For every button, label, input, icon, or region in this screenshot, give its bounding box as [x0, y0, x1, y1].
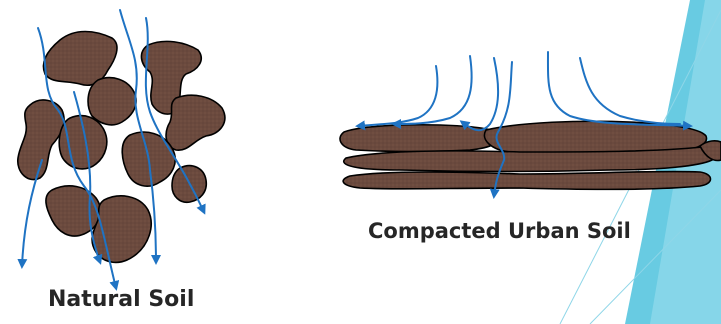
layer-bottom — [343, 171, 710, 189]
layer-top-left — [340, 125, 501, 152]
aggregate-8 — [46, 186, 101, 236]
aggregate-9 — [92, 196, 151, 262]
compacted-soil-label: Compacted Urban Soil — [368, 219, 631, 243]
aggregate-3 — [18, 100, 64, 180]
compacted-flow-down-3 — [462, 58, 498, 130]
natural-soil-label: Natural Soil — [48, 287, 194, 312]
compacted-soil-layers — [340, 121, 721, 189]
aggregate-5 — [166, 95, 225, 150]
compacted-flow-down-2 — [394, 56, 472, 124]
aggregate-4 — [88, 78, 136, 125]
compacted-flow-down-1 — [358, 66, 437, 126]
natural-soil-aggregates — [18, 32, 225, 263]
compacted-flow-down-6 — [580, 58, 680, 124]
